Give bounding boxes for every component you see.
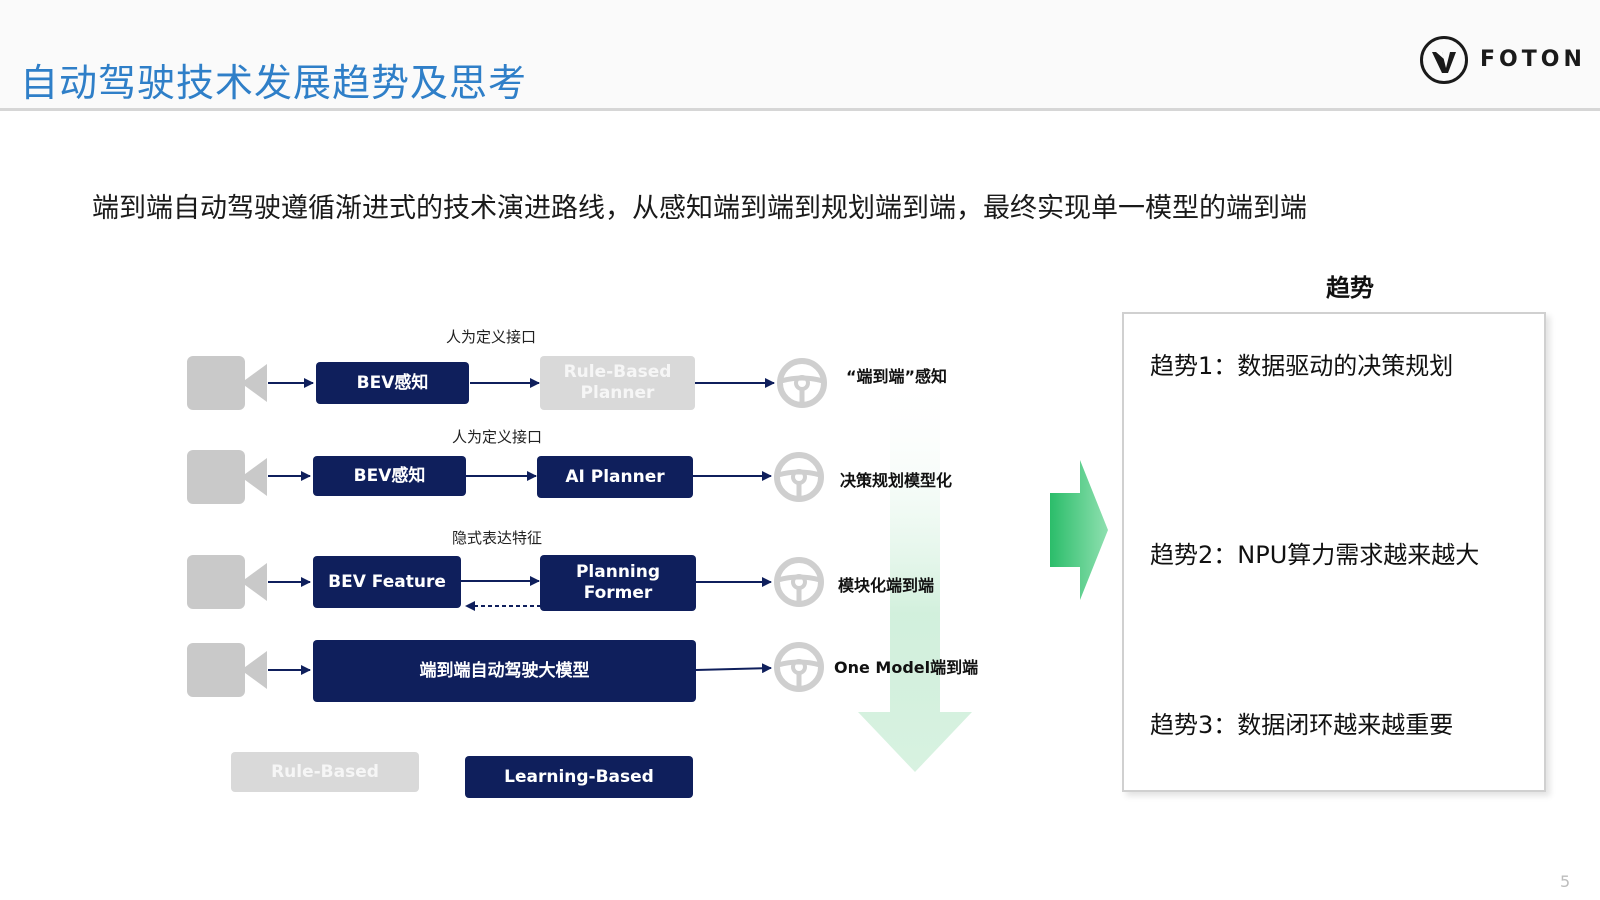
logo-text: FOTON	[1480, 47, 1586, 72]
row3-interface-label: 隐式表达特征	[452, 529, 543, 547]
camera-icon	[187, 555, 272, 609]
row2-result-label: 决策规划模型化	[840, 471, 953, 490]
row1-result-label: “端到端”感知	[846, 367, 948, 386]
subtitle: 端到端自动驾驶遵循渐进式的技术演进路线，从感知端到端到规划端到端，最终实现单一模…	[92, 193, 1307, 224]
row4-result-label: One Model端到端	[834, 658, 979, 677]
page-number: 5	[1560, 872, 1571, 891]
trends-heading: 趋势	[1326, 274, 1374, 302]
row1-interface-label: 人为定义接口	[446, 328, 537, 346]
camera-icon	[187, 356, 272, 410]
row2-interface-label: 人为定义接口	[452, 428, 543, 446]
steering-wheel-icon	[776, 357, 828, 409]
foton-logo: FOTON	[1420, 36, 1582, 88]
foton-logo-icon	[1420, 36, 1468, 84]
row2-perception-box: BEV感知	[313, 456, 466, 496]
trend-right-arrow	[1050, 460, 1108, 600]
row3-result-label: 模块化端到端	[838, 576, 935, 595]
row1-planner-box: Rule-Based Planner	[540, 356, 695, 410]
row3-perception-box: BEV Feature	[313, 556, 461, 608]
steering-wheel-icon	[773, 556, 825, 608]
header-divider	[0, 108, 1600, 111]
steering-wheel-icon	[773, 641, 825, 693]
row1-perception-box: BEV感知	[316, 362, 469, 404]
legend-rule-based: Rule-Based	[231, 752, 419, 792]
trend-item-2: 趋势2：NPU算力需求越来越大	[1150, 541, 1480, 569]
trends-panel: 趋势1：数据驱动的决策规划 趋势2：NPU算力需求越来越大 趋势3：数据闭环越来…	[1122, 312, 1546, 792]
steering-wheel-icon	[773, 451, 825, 503]
row2-planner-box: AI Planner	[537, 456, 693, 498]
evolution-down-arrow	[858, 375, 972, 772]
camera-icon	[187, 643, 272, 697]
camera-icon	[187, 450, 272, 504]
legend-learning-based: Learning-Based	[465, 756, 693, 798]
header-bar: 自动驾驶技术发展趋势及思考 FOTON	[0, 0, 1600, 108]
trend-item-1: 趋势1：数据驱动的决策规划	[1150, 352, 1454, 380]
trend-item-3: 趋势3：数据闭环越来越重要	[1150, 711, 1454, 739]
row3-planner-box: Planning Former	[540, 555, 696, 611]
row4-model-box: 端到端自动驾驶大模型	[313, 640, 696, 702]
page-title: 自动驾驶技术发展趋势及思考	[20, 61, 528, 105]
